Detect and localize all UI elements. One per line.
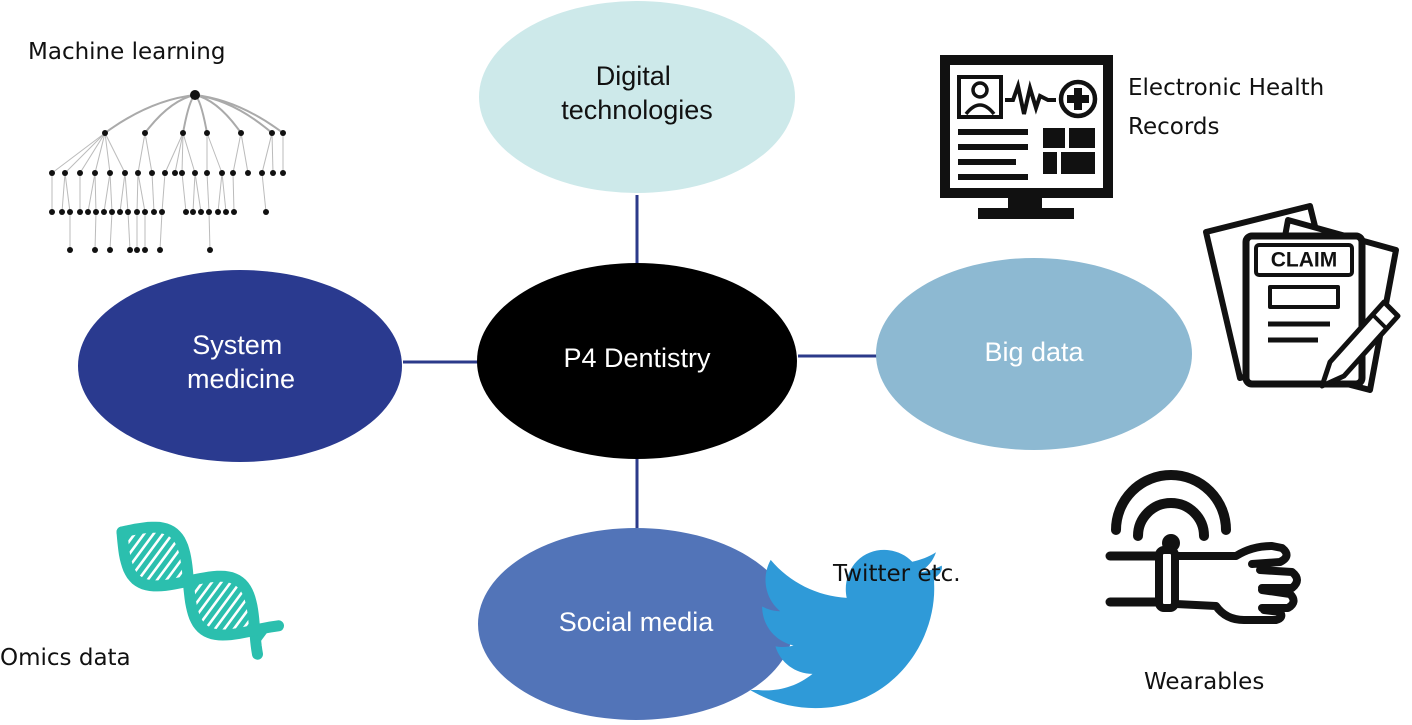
- digital-line-1: Digital: [596, 61, 671, 91]
- caption-ehr-line-1: Electronic Health: [1128, 75, 1325, 101]
- caption-ehr-line-2: Records: [1128, 114, 1220, 140]
- monitor-health-record-icon: [940, 55, 1113, 219]
- node-system-medicine: System medicine: [78, 270, 402, 462]
- twitter-bird-icon: [748, 549, 942, 709]
- center-label: P4 Dentistry: [563, 343, 711, 373]
- caption-twitter: Twitter etc.: [833, 561, 961, 587]
- node-digital-technologies: Digital technologies: [479, 1, 795, 193]
- decision-tree-icon: [49, 90, 286, 253]
- center-node-p4-dentistry: P4 Dentistry: [477, 263, 797, 459]
- wearable-wrist-icon: [1105, 470, 1301, 624]
- svg-text:Digital technologies: Digital technologies: [561, 61, 713, 125]
- node-social-media: Social media: [478, 528, 794, 720]
- caption-machine-learning: Machine learning: [28, 39, 226, 65]
- svg-text:System medicine: System medicine: [187, 330, 295, 394]
- system-line-2: medicine: [187, 364, 295, 394]
- digital-line-2: technologies: [561, 95, 713, 125]
- caption-wearables: Wearables: [1144, 669, 1265, 695]
- social-media-label: Social media: [559, 607, 715, 637]
- node-big-data: Big data: [876, 258, 1192, 450]
- system-line-1: System: [192, 330, 282, 360]
- claim-document-icon: CLAIM: [1203, 203, 1401, 393]
- claim-label: CLAIM: [1271, 249, 1338, 272]
- dna-helix-icon: [116, 521, 284, 660]
- caption-omics-data: Omics data: [0, 645, 131, 671]
- big-data-label: Big data: [984, 337, 1084, 367]
